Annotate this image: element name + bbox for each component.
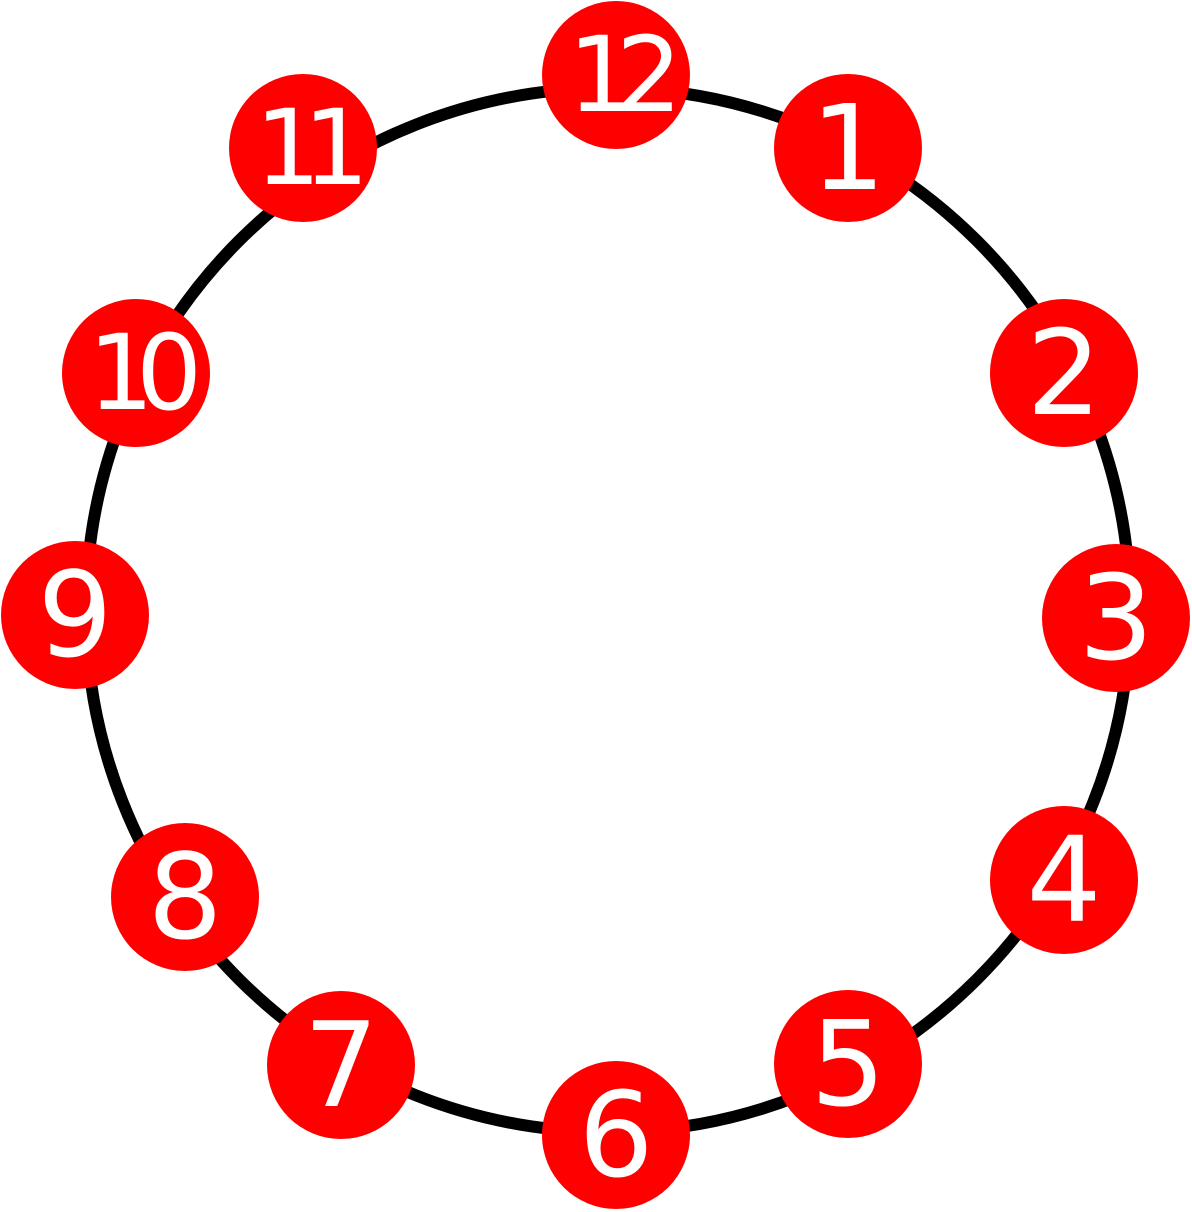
hour-marker-label: 1	[810, 79, 885, 217]
hour-marker-label: 9	[37, 546, 112, 684]
hour-marker-label: 4	[1026, 811, 1101, 949]
hour-marker-circle	[62, 299, 210, 447]
hour-marker-circle	[990, 299, 1138, 447]
hour-marker-4: 4	[990, 806, 1138, 954]
hour-marker-circle	[542, 1061, 690, 1209]
hour-marker-5: 5	[774, 990, 922, 1138]
hour-marker-2: 2	[990, 299, 1138, 447]
hour-marker-circle	[774, 74, 922, 222]
hour-marker-3: 3	[1042, 544, 1190, 692]
hour-marker-label: 10	[88, 312, 196, 434]
hour-marker-1: 1	[774, 74, 922, 222]
hour-marker-label: 6	[578, 1066, 653, 1204]
hour-marker-8: 8	[111, 823, 259, 971]
hour-marker-12: 12	[542, 1, 690, 149]
hour-marker-circle	[111, 823, 259, 971]
hour-marker-circle	[990, 806, 1138, 954]
hour-marker-circle	[774, 990, 922, 1138]
hour-marker-label: 3	[1078, 549, 1153, 687]
hour-marker-11: 11	[229, 74, 378, 222]
clock-ring	[80, 82, 1136, 1138]
hour-marker-label: 5	[810, 995, 885, 1133]
hour-marker-label: 8	[147, 828, 222, 966]
hour-marker-circle	[1042, 544, 1190, 692]
hour-marker-label: 12	[568, 14, 672, 136]
hour-marker-circle	[267, 991, 415, 1139]
hour-marker-label: 2	[1026, 304, 1101, 442]
hour-marker-7: 7	[267, 991, 415, 1139]
hour-marker-6: 6	[542, 1061, 690, 1209]
hour-marker-9: 9	[1, 541, 149, 689]
hour-marker-label: 11	[255, 87, 360, 209]
hour-marker-label: 7	[303, 996, 378, 1134]
hour-marker-circle	[1, 541, 149, 689]
hour-marker-circle	[229, 74, 377, 222]
hour-marker-circle	[542, 1, 690, 149]
hour-marker-10: 10	[62, 299, 214, 447]
